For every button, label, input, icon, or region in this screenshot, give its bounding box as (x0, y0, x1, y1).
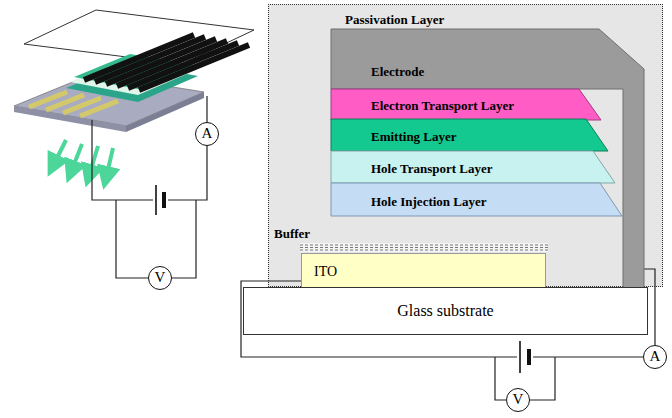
ammeter-symbol: A (195, 122, 219, 146)
layer-band: Electron Transport Layer (331, 89, 601, 120)
wire (116, 200, 148, 278)
wire (172, 200, 196, 278)
layer-band: Hole Injection Layer (331, 183, 622, 216)
layer-band: Emitting Layer (331, 119, 608, 151)
layer-outline (331, 89, 601, 120)
wire (530, 357, 555, 400)
cathode-stripe (128, 43, 238, 88)
layer-name: Electron Transport Layer (371, 99, 514, 114)
buffer-layer (300, 243, 548, 252)
buffer-fill (300, 243, 548, 252)
layer-name: Passivation Layer (345, 13, 444, 28)
layer-outline (331, 151, 615, 183)
layer-outline (331, 119, 608, 151)
voltmeter-symbol: V (506, 388, 530, 412)
left-circuit (92, 96, 207, 278)
wire (495, 357, 506, 400)
buffer-line (300, 247, 548, 248)
battery-symbol (153, 185, 168, 215)
layer-outline (331, 29, 644, 288)
battery-plate (155, 185, 157, 215)
buffer-line (300, 245, 548, 246)
ito-layer: ITO (301, 253, 546, 288)
device-3d (14, 10, 254, 178)
layer-name: Emitting Layer (371, 130, 457, 145)
battery-plate (162, 192, 166, 208)
glass-substrate: Glass substrate (243, 287, 648, 335)
layer-name: Hole Transport Layer (371, 162, 493, 177)
ito-stripe (80, 101, 118, 116)
layer-outline (331, 183, 622, 216)
layer-name: Glass substrate (397, 302, 493, 320)
layer-band: Hole Transport Layer (331, 151, 615, 183)
light-arrow (71, 144, 82, 172)
battery-plate (519, 341, 521, 373)
battery-plate (527, 349, 531, 365)
layer-name: Hole Injection Layer (371, 195, 487, 210)
battery-symbol (517, 341, 533, 373)
light-arrow (89, 146, 98, 176)
cathode-stripe (139, 45, 249, 90)
wire (92, 96, 207, 200)
meter-letter: A (202, 125, 213, 142)
meter-letter: V (513, 391, 524, 408)
ammeter-symbol: A (643, 345, 667, 369)
buffer-line (300, 250, 548, 251)
meter-letter: A (650, 348, 661, 365)
light-arrow (53, 140, 66, 166)
passivation-layer: Passivation LayerElectrodeElectron Trans… (268, 4, 663, 287)
passivation-fill (268, 4, 663, 287)
meter-letter: V (155, 269, 166, 286)
layer-name: Electrode (371, 65, 424, 80)
light-arrow (106, 148, 113, 178)
layer-name: ITO (314, 264, 337, 280)
layer-label: Buffer (274, 226, 310, 242)
voltmeter-symbol: V (148, 266, 172, 290)
